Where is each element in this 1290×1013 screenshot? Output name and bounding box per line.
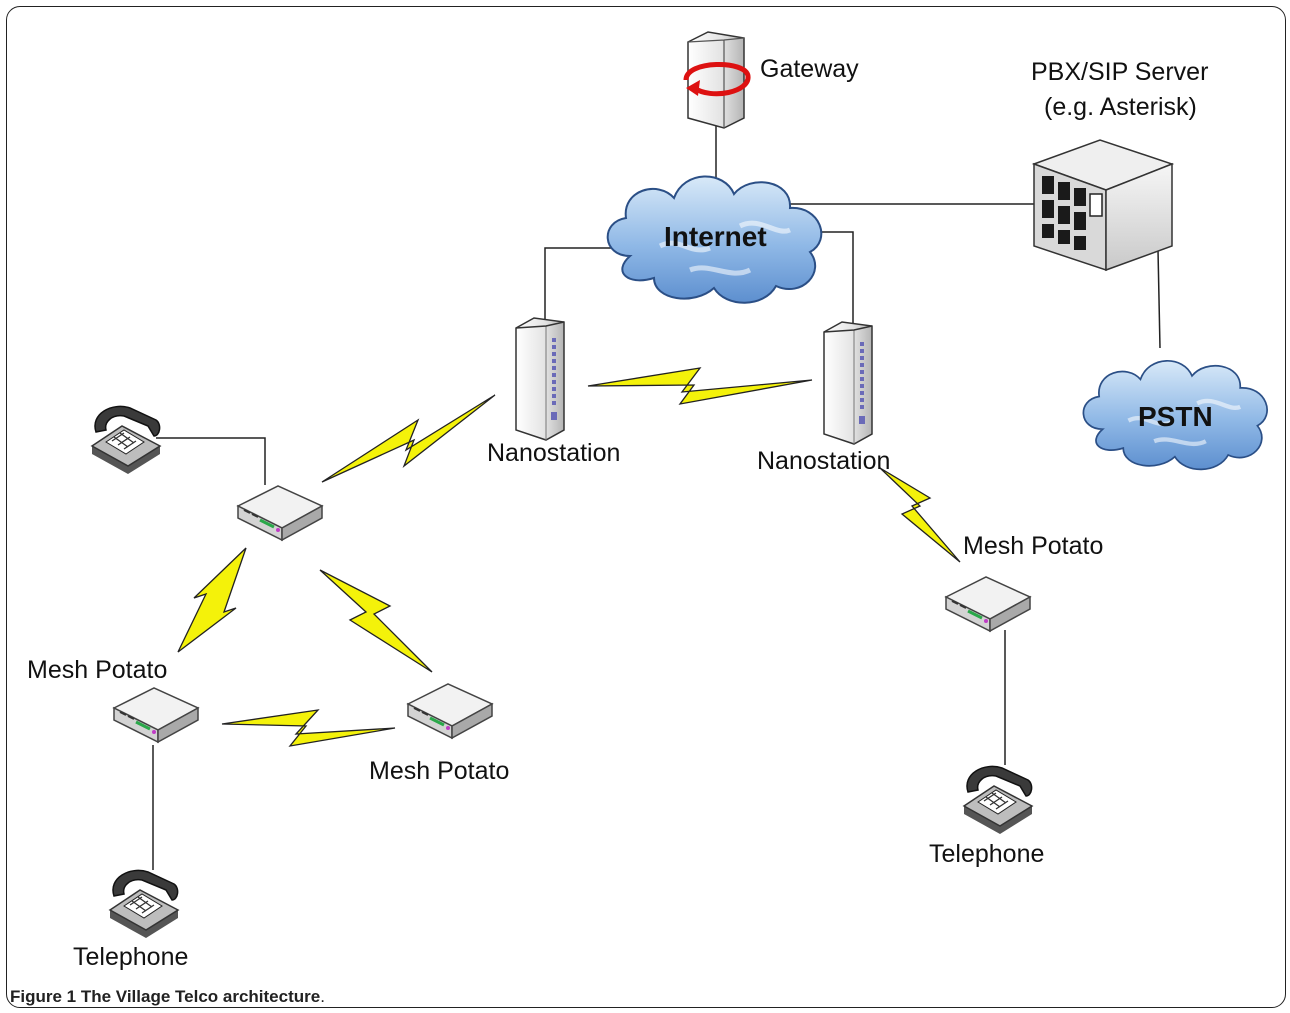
nanostation-left-icon — [514, 316, 566, 442]
mesh-potato-right-label: Mesh Potato — [963, 532, 1103, 560]
mesh-potato-right-icon — [944, 575, 1032, 633]
telephone-right-label: Telephone — [929, 840, 1044, 868]
wireless-links — [177, 367, 961, 747]
telephone-top-icon — [91, 405, 161, 475]
mesh-potato-bottom-icon — [406, 682, 494, 740]
telephone-left-icon — [109, 869, 179, 939]
mesh-potato-top-icon — [236, 484, 324, 542]
nanostation-right-icon — [822, 320, 874, 446]
internet-label: Internet — [664, 221, 767, 252]
pstn-label: PSTN — [1138, 401, 1213, 432]
gateway-label: Gateway — [760, 55, 859, 83]
wireless-link-nano-nano — [587, 367, 813, 405]
figure-caption-label: Figure 1 — [10, 987, 77, 1006]
figure-frame — [6, 6, 1286, 1008]
pbx-label-line2: (e.g. Asterisk) — [1044, 93, 1197, 121]
figure-caption-end: . — [320, 987, 325, 1006]
mesh-potato-left-label: Mesh Potato — [27, 656, 167, 684]
telephone-left-label: Telephone — [73, 943, 188, 971]
nanostation-right-label: Nanostation — [757, 447, 890, 475]
wireless-link-mp-top-mp-bottom — [319, 569, 433, 673]
link-phone-mp-top — [156, 437, 266, 485]
gateway-icon — [683, 31, 751, 129]
pbx-server-icon — [1031, 139, 1175, 272]
wireless-link-nano-right-mp-right — [879, 467, 961, 563]
wireless-link-nano-left-mp-top — [321, 394, 496, 483]
telephone-right-icon — [963, 765, 1033, 835]
nanostation-left-label: Nanostation — [487, 439, 620, 467]
link-pbx-pstn — [1157, 249, 1161, 349]
pbx-label-line1: PBX/SIP Server — [1031, 58, 1208, 86]
wireless-link-mp-left-mp-bottom — [221, 709, 396, 747]
mesh-potato-left-icon — [112, 686, 200, 744]
mesh-potato-bottom-label: Mesh Potato — [369, 757, 509, 785]
figure-caption-text: The Village Telco architecture — [80, 987, 321, 1006]
figure-caption: Figure 1 The Village Telco architecture. — [10, 987, 325, 1007]
wireless-link-mp-top-mp-left — [177, 547, 247, 653]
